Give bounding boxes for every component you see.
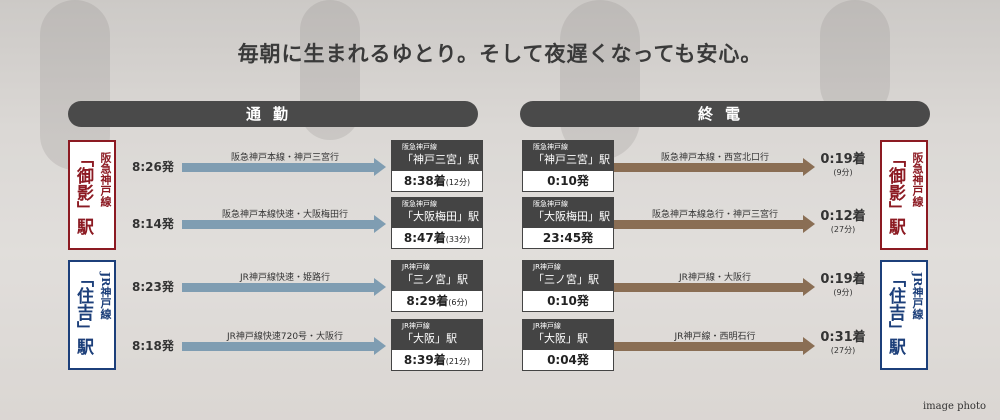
depart-time: 8:26発 <box>132 160 174 174</box>
card-line: 阪急神戸線 <box>402 200 437 208</box>
card-line: JR神戸線 <box>533 322 561 330</box>
station-mikage-right: 阪急神戸線 「御影」駅 <box>880 140 928 250</box>
arrow-icon <box>182 215 386 233</box>
station-line: 阪急神戸線 <box>911 152 924 207</box>
depart-time: 0:04発 <box>547 353 589 367</box>
card-line: JR神戸線 <box>533 263 561 271</box>
departure-card: JR神戸線「大阪」駅 0:04発 <box>522 319 614 371</box>
card-station: 「大阪」駅 <box>402 332 457 345</box>
section-commute: 通勤 <box>68 101 478 127</box>
duration: (27分) <box>830 225 856 234</box>
card-line: 阪急神戸線 <box>533 143 568 151</box>
arrow-icon <box>182 278 386 296</box>
card-station: 「大阪梅田」駅 <box>533 210 610 223</box>
departure-card: 阪急神戸線「神戸三宮」駅 0:10発 <box>522 140 614 192</box>
arrival-card: JR神戸線「大阪」駅 8:39着(21分) <box>391 319 483 371</box>
arrive-time: 8:47着 <box>403 231 446 245</box>
arrive-time: 0:19着 <box>820 272 866 287</box>
station-line: JR神戸線 <box>99 272 112 320</box>
depart-time: 8:18発 <box>132 339 174 353</box>
arrow-icon <box>614 215 815 233</box>
station-mikage-left: 阪急神戸線 「御影」駅 <box>68 140 116 250</box>
arrow-icon <box>614 337 815 355</box>
route-label: JR神戸線快速・姫路行 <box>240 273 330 283</box>
station-line: JR神戸線 <box>911 272 924 320</box>
arrival-info: 0:12着(27分) <box>818 210 868 235</box>
arrow-icon <box>614 158 815 176</box>
route-label: JR神戸線・西明石行 <box>674 332 756 342</box>
depart-time: 8:23発 <box>132 280 174 294</box>
station-name: 「住吉」駅 <box>885 270 905 355</box>
station-sumiyoshi-right: JR神戸線 「住吉」駅 <box>880 260 928 370</box>
depart-time: 0:10発 <box>547 174 589 188</box>
arrow-icon <box>182 337 386 355</box>
station-name: 「御影」駅 <box>885 150 905 235</box>
station-line: 阪急神戸線 <box>99 152 112 207</box>
arrival-info: 0:19着(9分) <box>818 273 868 298</box>
duration: (12分) <box>445 178 471 187</box>
depart-time: 8:14発 <box>132 217 174 231</box>
route-label: 阪急神戸本線・西宮北口行 <box>660 153 769 163</box>
card-station: 「神戸三宮」駅 <box>533 153 610 166</box>
depart-time: 23:45発 <box>542 231 594 245</box>
card-line: JR神戸線 <box>402 263 430 271</box>
departure-card: JR神戸線「三ノ宮」駅 0:10発 <box>522 260 614 312</box>
station-name: 「住吉」駅 <box>73 270 93 355</box>
departure-card: 阪急神戸線「大阪梅田」駅 23:45発 <box>522 197 614 249</box>
duration: (9分) <box>833 168 853 177</box>
duration: (21分) <box>445 357 471 366</box>
route-label: 阪急神戸本線急行・神戸三宮行 <box>651 210 778 220</box>
arrival-card: 阪急神戸線「大阪梅田」駅 8:47着(33分) <box>391 197 483 249</box>
image-caption: image photo <box>922 401 986 412</box>
card-line: 阪急神戸線 <box>402 143 437 151</box>
route-label: 阪急神戸本線快速・大阪梅田行 <box>221 210 348 220</box>
card-station: 「三ノ宮」駅 <box>533 273 599 286</box>
background-figure <box>820 0 890 120</box>
background-figure <box>560 0 640 160</box>
arrive-time: 0:12着 <box>820 209 866 224</box>
duration: (33分) <box>445 235 471 244</box>
duration: (6分) <box>448 298 468 307</box>
card-line: 阪急神戸線 <box>533 200 568 208</box>
arrive-time: 8:29着 <box>406 294 449 308</box>
route-label: JR神戸線快速720号・大阪行 <box>226 332 344 342</box>
route-label: JR神戸線・大阪行 <box>679 273 751 283</box>
card-station: 「大阪」駅 <box>533 332 588 345</box>
arrival-info: 0:19着(9分) <box>818 153 868 178</box>
arrive-time: 0:31着 <box>820 330 866 345</box>
card-station: 「大阪梅田」駅 <box>402 210 479 223</box>
arrow-icon <box>614 278 815 296</box>
station-sumiyoshi-left: JR神戸線 「住吉」駅 <box>68 260 116 370</box>
card-station: 「神戸三宮」駅 <box>402 153 479 166</box>
station-name: 「御影」駅 <box>73 150 93 235</box>
route-label: 阪急神戸本線・神戸三宮行 <box>230 153 339 163</box>
duration: (9分) <box>833 288 853 297</box>
section-last-train: 終電 <box>520 101 930 127</box>
depart-time: 0:10発 <box>547 294 589 308</box>
card-station: 「三ノ宮」駅 <box>402 273 468 286</box>
arrival-card: 阪急神戸線「神戸三宮」駅 8:38着(12分) <box>391 140 483 192</box>
card-line: JR神戸線 <box>402 322 430 330</box>
arrival-card: JR神戸線「三ノ宮」駅 8:29着(6分) <box>391 260 483 312</box>
arrive-time: 8:39着 <box>403 353 446 367</box>
headline: 毎朝に生まれるゆとり。そして夜遅くなっても安心。 <box>237 42 763 66</box>
arrow-icon <box>182 158 386 176</box>
arrival-info: 0:31着(27分) <box>818 331 868 356</box>
duration: (27分) <box>830 346 856 355</box>
arrive-time: 8:38着 <box>403 174 446 188</box>
arrive-time: 0:19着 <box>820 152 866 167</box>
